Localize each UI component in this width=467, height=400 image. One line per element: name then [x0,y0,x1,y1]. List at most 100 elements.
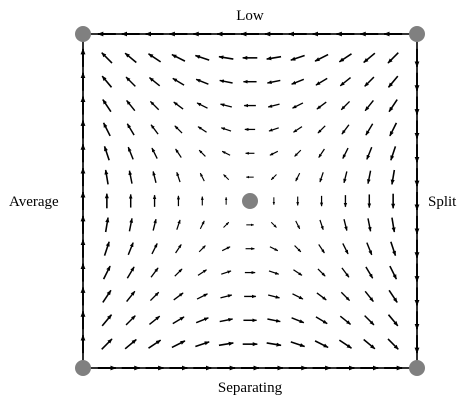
label-low: Low [236,8,264,24]
field-arrow [315,77,328,86]
field-arrow [319,219,324,231]
field-arrow [148,315,161,325]
field-arrow [197,269,207,276]
field-arrow [339,315,352,325]
field-arrow [196,293,208,300]
field-arrow [316,101,327,110]
field-arrow [195,78,209,85]
field-arrow [315,316,328,325]
field-arrow [270,221,277,228]
field-arrow [223,174,230,181]
field-arrow [338,339,352,349]
field-arrow [221,150,231,156]
field-arrow [103,145,110,161]
field-arrow [390,241,397,257]
field-arrow [364,99,374,112]
field-arrow [391,217,396,233]
field-arrow [172,316,185,325]
field-arrow [221,246,231,252]
field-arrow [102,289,112,303]
field-arrow [101,75,113,88]
field-arrow [342,243,349,255]
field-arrow [342,147,349,159]
field-arrow [171,53,186,62]
field-arrow [195,341,210,348]
field-arrow [268,270,280,275]
field-arrow [294,245,302,253]
field-arrow [126,290,136,303]
field-arrow [152,171,157,183]
field-arrow [266,342,282,347]
field-arrow [363,52,376,64]
field-arrow [364,290,374,303]
field-arrow [198,245,206,253]
field-arrow [151,147,158,159]
field-arrow [174,268,183,277]
field-arrow [174,125,183,134]
field-arrow [364,315,375,326]
field-arrow [219,79,233,84]
field-arrow [343,171,348,184]
field-arrow [366,242,373,256]
field-arrow [125,315,136,326]
field-arrow [125,76,136,87]
field-arrow [318,244,325,254]
field-arrow [316,292,327,301]
field-arrow [317,268,326,277]
field-arrow [314,53,329,62]
corner-node-top-right [409,26,425,42]
field-arrow [104,169,109,185]
field-arrow [387,338,399,350]
field-arrow [295,172,301,182]
field-arrow [267,318,281,323]
field-arrow [128,217,134,232]
field-arrow [388,99,398,113]
field-arrow [339,77,352,87]
field-arrow [103,241,110,256]
field-arrow [176,219,181,230]
field-arrow [124,52,137,64]
center-node [242,193,258,209]
field-arrow [127,146,134,160]
field-arrow [149,100,160,111]
field-arrow [196,102,208,109]
field-arrow [102,265,111,280]
corner-node-top-left [75,26,91,42]
field-arrow [199,220,205,230]
field-arrow [293,126,303,133]
field-arrow [389,265,398,280]
field-arrow [199,172,205,182]
field-arrow [197,126,207,133]
field-arrow [195,317,209,324]
field-arrow [317,125,326,134]
field-arrow [220,294,233,299]
label-split: Split [428,194,457,210]
field-arrow [366,170,372,185]
arrow-field [80,31,420,371]
field-arrow [150,124,159,135]
field-arrow [390,169,396,185]
field-arrow [218,55,234,60]
field-arrow [319,172,324,183]
field-arrow [341,267,350,278]
field-arrow [266,79,281,85]
field-arrow [290,54,305,61]
field-arrow [364,76,375,87]
field-arrow [219,317,234,323]
field-arrow [101,52,113,64]
field-arrow [104,217,110,233]
field-arrow [151,243,158,255]
field-arrow [127,242,134,256]
field-arrow [152,218,157,231]
field-arrow [295,220,301,230]
field-arrow [128,170,133,184]
field-arrow [267,103,280,108]
field-arrow [220,127,232,132]
field-arrow [198,149,206,157]
field-arrow [389,122,398,137]
field-arrow [150,267,159,278]
field-arrow [126,123,135,136]
label-separating: Separating [218,380,283,396]
field-arrow [148,77,161,87]
field-arrow [266,55,282,61]
